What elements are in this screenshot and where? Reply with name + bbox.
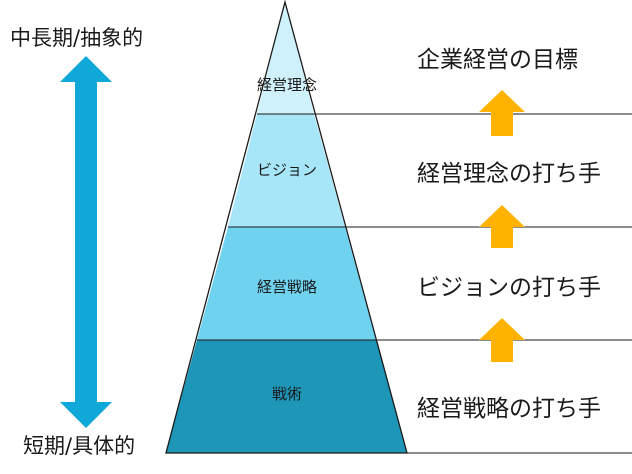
up-arrow-1 <box>479 90 525 136</box>
axis-label-short-term: 短期/具体的 <box>23 434 136 458</box>
goal-text-corporate-goal: 企業経営の目標 <box>417 47 578 73</box>
pyramid-tier-vision <box>228 114 345 227</box>
pyramid-tier-strategy <box>197 227 376 340</box>
timeframe-double-arrow <box>60 56 112 428</box>
up-arrow-2 <box>479 205 525 248</box>
goal-text-mission-measures: 経営理念の打ち手 <box>417 161 601 187</box>
tier-label-vision: ビジョン <box>256 161 318 179</box>
goal-text-strategy-measures: 経営戦略の打ち手 <box>417 396 601 422</box>
goal-text-vision-measures: ビジョンの打ち手 <box>417 275 601 301</box>
axis-label-long-term: 中長期/抽象的 <box>10 26 144 50</box>
pyramid-tier-mission <box>257 2 314 114</box>
up-arrow-3 <box>479 318 525 362</box>
tier-label-tactics: 戦術 <box>271 385 303 403</box>
tier-label-mission: 経営理念 <box>256 76 318 94</box>
pyramid-tier-tactics <box>166 340 407 453</box>
tier-label-strategy: 経営戦略 <box>256 278 318 296</box>
